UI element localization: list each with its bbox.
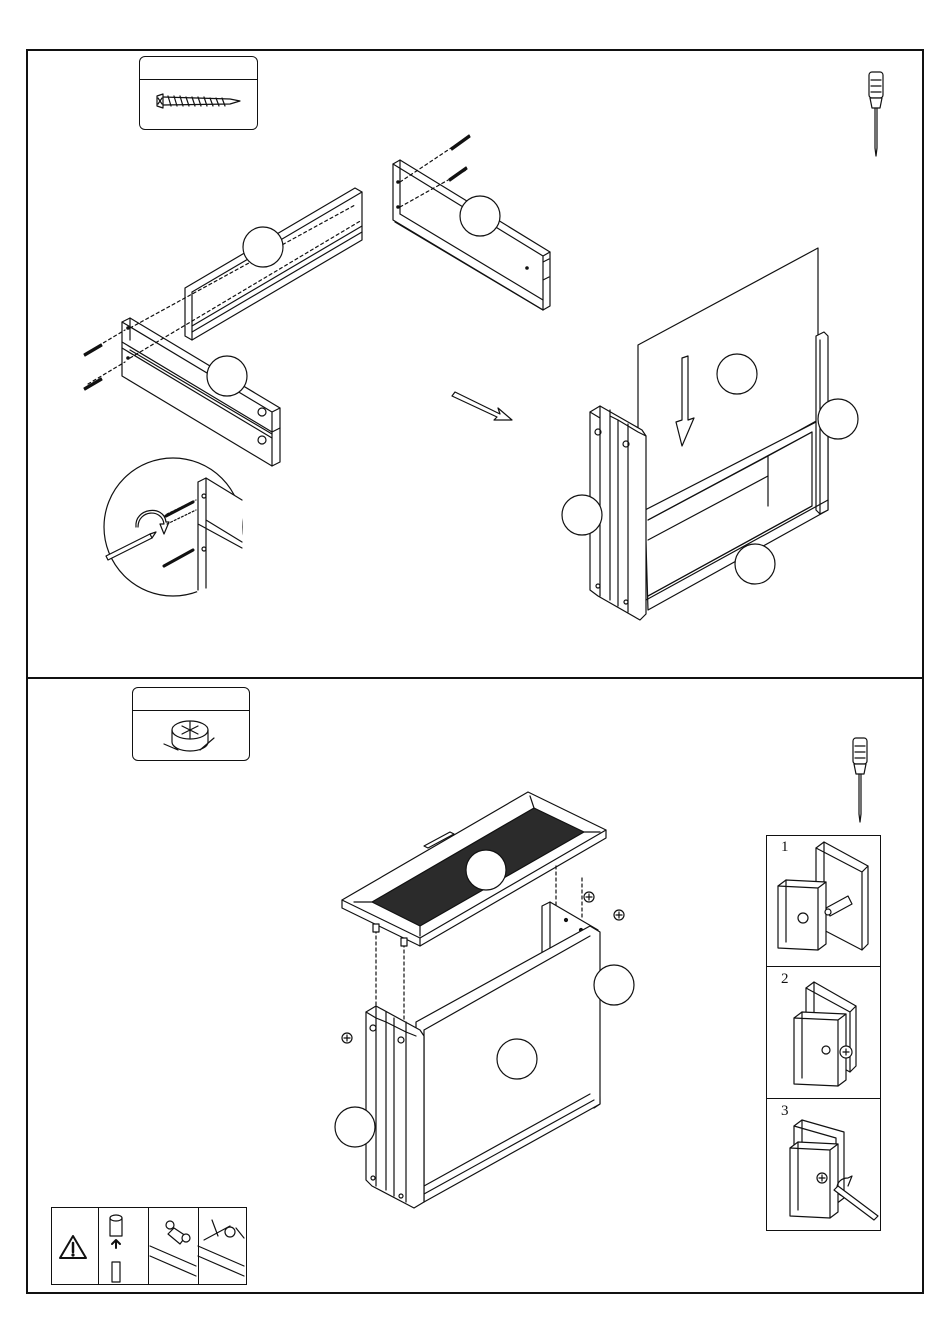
screwdriver-icon <box>853 738 867 822</box>
side-panel-left <box>366 1006 424 1208</box>
cam-lock-icon <box>164 721 214 751</box>
cam-tighten-icon <box>198 1220 244 1276</box>
part-label-circle <box>335 1107 375 1147</box>
warning-triangle-icon <box>60 1236 86 1258</box>
part-label-circle <box>594 965 634 1005</box>
dowel-insert-icon <box>110 1215 122 1282</box>
part-label-circle <box>497 1039 537 1079</box>
detail-step-2-illustration <box>794 982 856 1086</box>
detail-step-1-illustration <box>778 842 868 950</box>
part-label-circle <box>466 850 506 890</box>
detail-step-3-illustration <box>790 1120 878 1220</box>
cam-insert-icon <box>150 1221 196 1276</box>
